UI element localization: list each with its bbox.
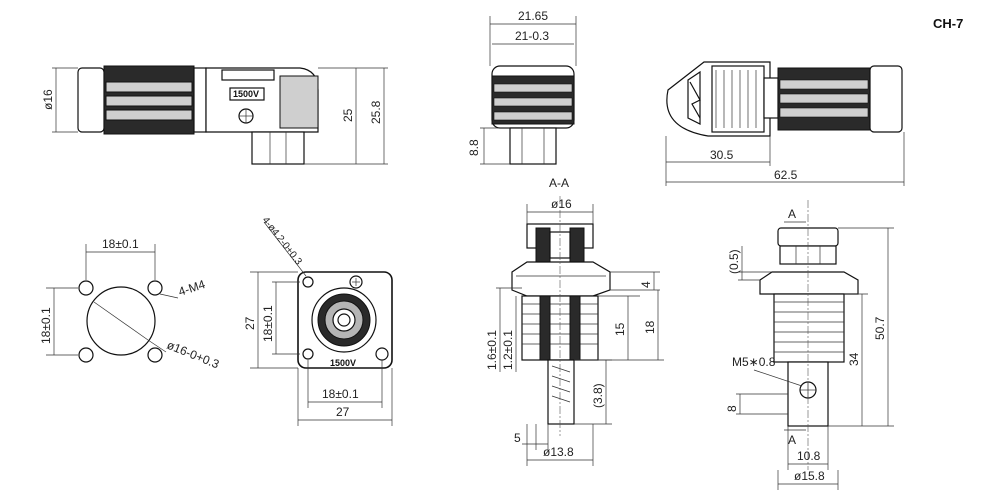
top-dim-width: 21.65 <box>518 9 548 23</box>
profile-cut-label-bottom: A <box>788 433 796 447</box>
mounting-pattern: 18±0.1 18±0.1 4-M4 ø16-0+0.3 <box>39 237 221 372</box>
profile-dim-total: 50.7 <box>873 316 887 340</box>
back-view: 30.5 62.5 <box>665 61 905 186</box>
section-dim-flange: 4 <box>639 281 653 288</box>
side-dim-height: 25 <box>341 108 355 122</box>
profile-view: A A (0.5) 50.7 34 <box>725 200 894 490</box>
section-dim-step: 5 <box>514 431 521 445</box>
front-view: 1500V 4-ø4.2-0+0.3 27 18±0.1 18±0.1 27 <box>243 215 393 426</box>
front-rating-label: 1500V <box>330 358 356 368</box>
profile-dim-gap: (0.5) <box>727 249 741 274</box>
profile-dim-body: 34 <box>847 352 861 366</box>
top-dim-height: 8.8 <box>467 139 481 156</box>
front-hole-label: 4-ø4.2-0+0.3 <box>260 215 304 267</box>
pattern-dim-vertical: 18±0.1 <box>39 307 53 344</box>
front-dim-pitch-v: 18±0.1 <box>261 305 275 342</box>
profile-dim-pin-width: 10.8 <box>797 449 821 463</box>
section-dim-top: ø16 <box>551 197 572 211</box>
profile-dim-thread-depth: 8 <box>725 405 739 412</box>
model-label: CH-7 <box>933 16 963 31</box>
pattern-thread-label: 4-M4 <box>177 277 208 299</box>
section-dim-wall2: 1.2±0.1 <box>501 330 515 370</box>
side-dim-total: 25.8 <box>369 100 383 124</box>
section-dim-body-total: 18 <box>643 320 657 334</box>
back-dim-total: 62.5 <box>774 168 798 182</box>
profile-cut-label-top: A <box>788 207 796 221</box>
front-dim-width: 27 <box>336 405 350 419</box>
top-view: 21.65 21-0.3 8.8 <box>467 9 577 165</box>
back-dim-short: 30.5 <box>710 148 734 162</box>
pattern-dim-horizontal: 18±0.1 <box>102 237 139 251</box>
side-rating-label: 1500V <box>233 89 259 99</box>
top-dim-tolerance: 21-0.3 <box>515 29 549 43</box>
section-view: A-A ø16 4 15 <box>485 176 664 466</box>
section-dim-pin: (3.8) <box>591 383 605 408</box>
side-view: 1500V ø16 25 25.8 <box>41 65 388 165</box>
front-dim-height: 27 <box>243 316 257 330</box>
profile-dim-bottom: ø15.8 <box>794 469 825 483</box>
section-label: A-A <box>549 176 569 190</box>
section-dim-wall1: 1.6±0.1 <box>485 330 499 370</box>
pattern-bore-label: ø16-0+0.3 <box>165 338 222 372</box>
side-dim-diameter: ø16 <box>41 89 55 110</box>
profile-thread-label: M5∗0.8 <box>732 355 776 369</box>
section-dim-body: 15 <box>613 322 627 336</box>
section-dim-bottom: ø13.8 <box>543 445 574 459</box>
front-dim-pitch-h: 18±0.1 <box>322 387 359 401</box>
